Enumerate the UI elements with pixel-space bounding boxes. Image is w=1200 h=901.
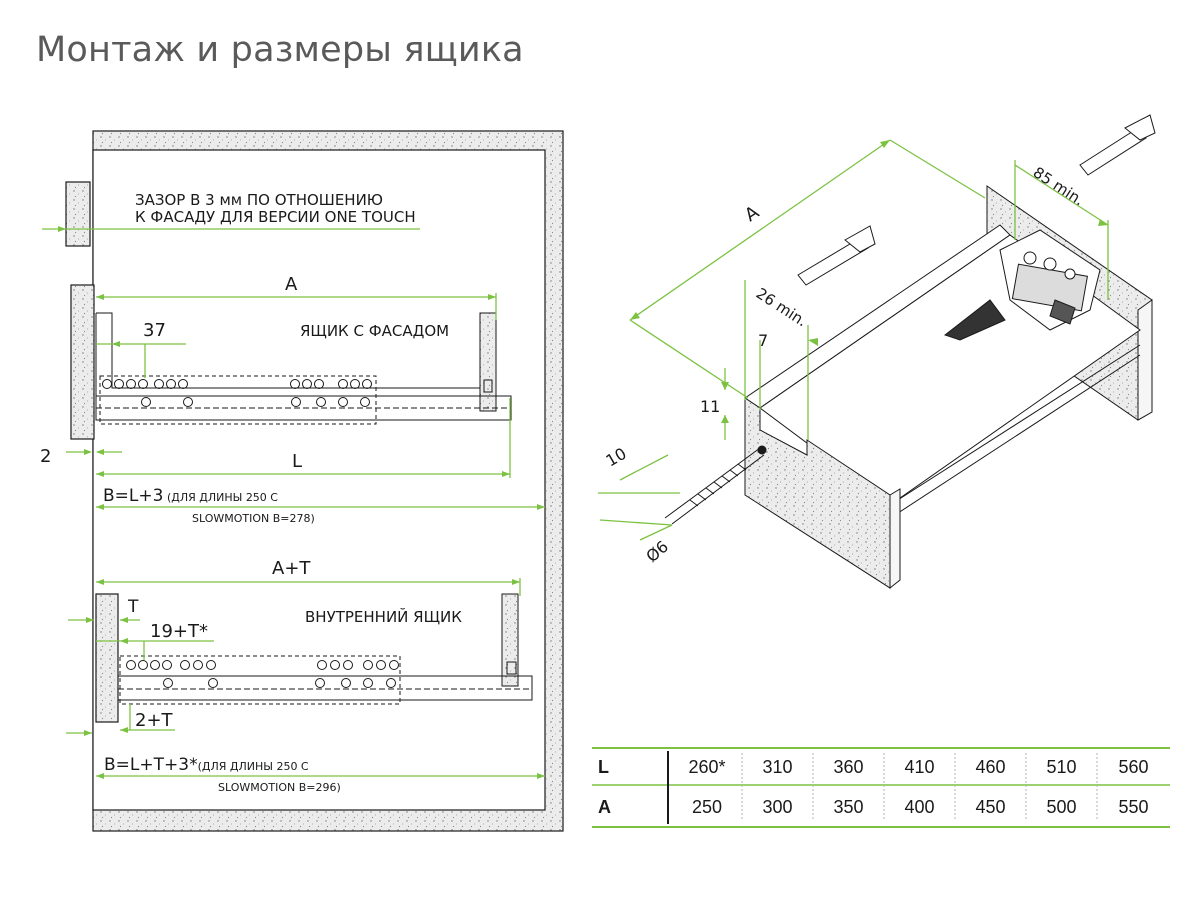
table-cell: 400 — [904, 797, 935, 817]
facade-drawer — [95, 312, 512, 425]
table-cell: 310 — [762, 757, 793, 777]
iso-dim-d6-label: Ø6 — [642, 537, 672, 566]
inner-drawer-back-panel — [501, 593, 519, 687]
dimension-lines — [42, 228, 545, 777]
table-cell: 260* — [688, 757, 726, 777]
gap-note-line2: К ФАСАДУ ДЛЯ ВЕРСИИ ONE TOUCH — [135, 208, 416, 226]
dim-2T-label: 2+T — [135, 710, 174, 731]
front-facade — [744, 397, 891, 589]
svg-text:B=L+T+3*(ДЛЯ ДЛИНЫ 250 С: B=L+T+3*(ДЛЯ ДЛИНЫ 250 С — [104, 755, 309, 775]
svg-text:B=L+3 (ДЛЯ ДЛИНЫ 250 С: B=L+3 (ДЛЯ ДЛИНЫ 250 С — [103, 486, 278, 506]
inner-drawer-label: ВНУТРЕННИЙ ЯЩИК — [305, 607, 462, 626]
iso-dim-26-label: 26 min. — [753, 284, 811, 330]
table-cell: 250 — [691, 797, 723, 817]
formula1-main: B=L+3 — [103, 486, 163, 506]
dim-L-label: L — [292, 451, 302, 472]
table-cell: 360 — [833, 757, 864, 777]
formula2-line2: SLOWMOTION B=296) — [218, 781, 341, 794]
table-row: A 250 300 350 400 450 500 550 — [592, 787, 1170, 827]
formula1-line2: SLOWMOTION B=278) — [192, 512, 315, 525]
iso-dimension-lines — [598, 139, 1109, 541]
iso-dim-A-label: A — [741, 201, 764, 226]
gap-facade-panel — [65, 181, 91, 247]
iso-dim-7-label: 7 — [758, 331, 768, 350]
table-row-label: L — [598, 757, 609, 777]
saw-icon — [797, 114, 1156, 286]
inner-drawer-front — [95, 593, 119, 723]
dim-T-label: T — [127, 597, 139, 617]
table-cell: 560 — [1118, 757, 1149, 777]
formula2-small: (ДЛЯ ДЛИНЫ 250 С — [198, 760, 309, 773]
isometric-drawing: A 85 min. 26 min. 7 11 10 Ø6 — [598, 114, 1156, 590]
dim-A-T-label: A+T — [272, 558, 311, 579]
page-title: Монтаж и размеры ящика — [36, 30, 524, 70]
table-cell: 450 — [975, 797, 1006, 817]
dim-19T-label: 19+T* — [150, 621, 208, 642]
gap-note-line1: ЗАЗОР В 3 мм ПО ОТНОШЕНИЮ — [135, 191, 383, 209]
locking-device — [943, 229, 1101, 341]
table-cell: 350 — [833, 797, 864, 817]
iso-dim-10-label: 10 — [603, 444, 630, 471]
table-cell: 510 — [1046, 757, 1077, 777]
formula2-main: B=L+T+3* — [104, 755, 198, 775]
iso-dimension-arrows — [630, 140, 1108, 423]
facade-drawer-label: ЯЩИК С ФАСАДОМ — [300, 322, 449, 340]
screw — [664, 445, 767, 525]
table-cell: 550 — [1118, 797, 1149, 817]
cabinet-section-drawing: ЗАЗОР В 3 мм ПО ОТНОШЕНИЮ К ФАСАДУ ДЛЯ В… — [40, 130, 564, 832]
dim-A-label: A — [285, 274, 298, 295]
iso-dim-11-label: 11 — [700, 397, 720, 416]
table-row-label: A — [598, 797, 611, 817]
dim-37-label: 37 — [143, 320, 166, 341]
table-cell: 300 — [762, 797, 793, 817]
drawer-facade-panel — [70, 284, 95, 440]
table-row: L 260* 310 360 410 460 510 560 — [592, 747, 1170, 787]
formula1-small: (ДЛЯ ДЛИНЫ 250 С — [163, 491, 278, 504]
dimension-arrows — [58, 226, 545, 779]
table-cell: 460 — [975, 757, 1006, 777]
iso-dim-85-label: 85 min. — [1030, 163, 1088, 209]
table-cell: 410 — [904, 757, 935, 777]
inner-drawer — [117, 594, 533, 705]
table-rules — [592, 747, 1170, 828]
table-cell: 500 — [1046, 797, 1077, 817]
dim-2-label: 2 — [40, 446, 51, 467]
